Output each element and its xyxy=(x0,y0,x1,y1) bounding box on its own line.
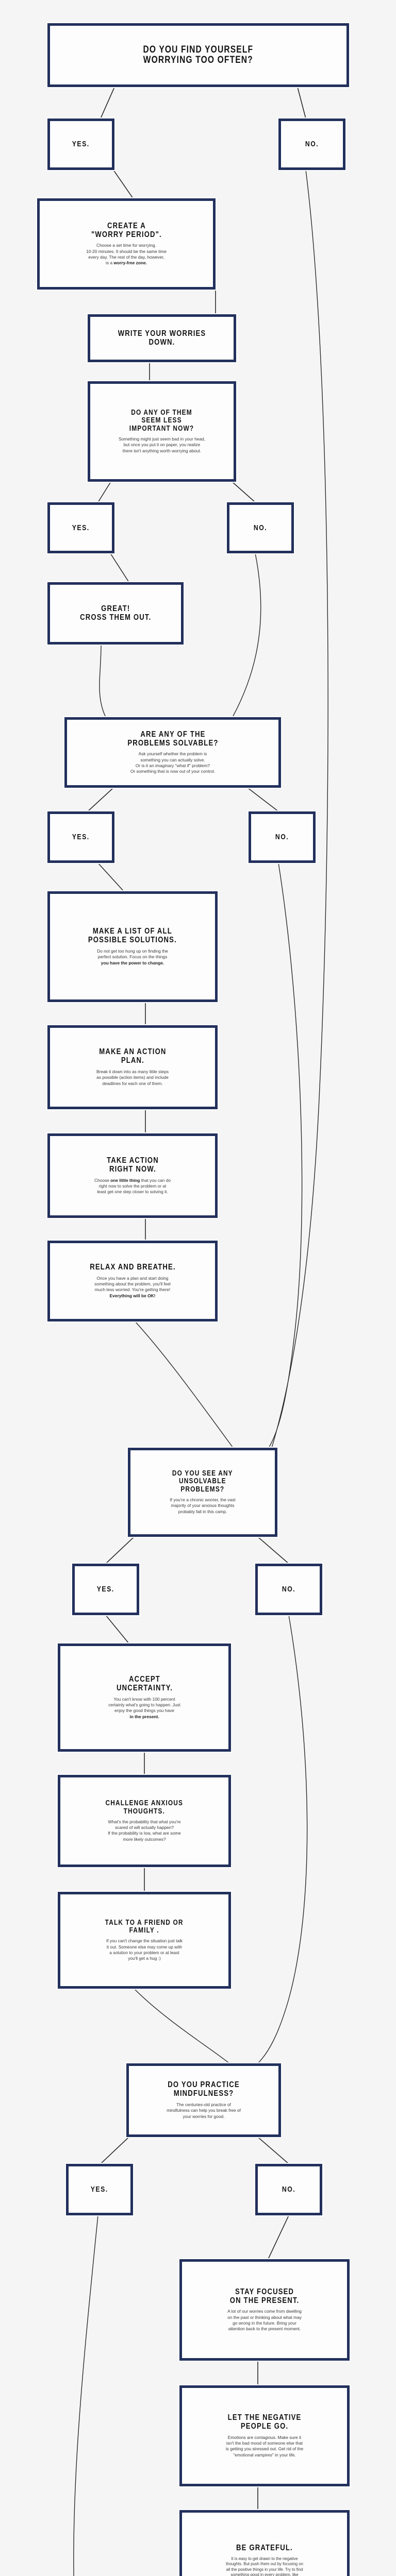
action-write-worries-down[interactable]: WRITE YOUR WORRIES DOWN. xyxy=(88,314,236,362)
node-title: NO. xyxy=(282,2185,296,2194)
question-seem-less-important[interactable]: DO ANY OF THEM SEEM LESS IMPORTANT NOW? … xyxy=(88,381,236,482)
node-title: MAKE AN ACTION PLAN. xyxy=(98,1047,167,1065)
node-title: NO. xyxy=(305,140,319,149)
answer-no-5[interactable]: NO. xyxy=(255,2164,322,2215)
action-challenge-anxious-thoughts[interactable]: CHALLENGE ANXIOUS THOUGHTS. What's the p… xyxy=(58,1775,231,1867)
node-body: Once you have a plan and start doing som… xyxy=(94,1276,171,1299)
node-title: NO. xyxy=(275,833,289,842)
node-title: NO. xyxy=(282,1585,296,1594)
question-problems-solvable[interactable]: ARE ANY OF THE PROBLEMS SOLVABLE? Ask yo… xyxy=(64,717,281,788)
question-worrying-too-often[interactable]: DO YOU FIND YOURSELF WORRYING TOO OFTEN? xyxy=(47,23,349,87)
answer-yes-3[interactable]: YES. xyxy=(47,811,114,863)
node-body-post: that you can do right now to solve the p… xyxy=(97,1177,171,1195)
node-body: Do not get too hung up on finding the pe… xyxy=(97,948,168,966)
node-body: A lot of our worries come from dwelling … xyxy=(227,2309,302,2332)
node-title: YES. xyxy=(72,833,90,842)
node-title: LET THE NEGATIVE PEOPLE GO. xyxy=(227,2413,302,2431)
node-title: ARE ANY OF THE PROBLEMS SOLVABLE? xyxy=(127,730,219,748)
question-unsolvable-problems[interactable]: DO YOU SEE ANY UNSOLVABLE PROBLEMS? If y… xyxy=(128,1448,277,1537)
action-list-possible-solutions[interactable]: MAKE A LIST OF ALL POSSIBLE SOLUTIONS. D… xyxy=(47,891,218,1002)
node-body: If you're a chronic worrier, the vast ma… xyxy=(170,1497,236,1514)
node-body: Choose one little thing that you can do … xyxy=(94,1178,171,1195)
node-body: Choose a set time for worrying. 10-20 mi… xyxy=(86,243,167,266)
node-title: DO YOU SEE ANY UNSOLVABLE PROBLEMS? xyxy=(172,1469,233,1494)
node-body-pre: Choose xyxy=(94,1177,111,1183)
node-title: MAKE A LIST OF ALL POSSIBLE SOLUTIONS. xyxy=(88,927,177,945)
node-body-pre: Choose a set time for worrying. 10-20 mi… xyxy=(86,243,167,266)
node-body-pre: Do not get too hung up on finding the pe… xyxy=(97,948,168,960)
answer-no-2[interactable]: NO. xyxy=(227,502,294,553)
action-talk-to-friend-or-family[interactable]: TALK TO A FRIEND OR FAMILY . If you can'… xyxy=(58,1892,231,1989)
action-make-action-plan[interactable]: MAKE AN ACTION PLAN. Break it down into … xyxy=(47,1025,218,1109)
node-title: YES. xyxy=(91,2185,108,2194)
node-title: CHALLENGE ANXIOUS THOUGHTS. xyxy=(105,1799,184,1816)
action-take-action-right-now[interactable]: TAKE ACTION RIGHT NOW. Choose one little… xyxy=(47,1133,218,1218)
node-title: DO ANY OF THEM SEEM LESS IMPORTANT NOW? xyxy=(129,409,194,433)
answer-no-1[interactable]: NO. xyxy=(278,118,345,170)
answer-no-4[interactable]: NO. xyxy=(255,1564,322,1615)
node-body: You can't know with 100 percent certaint… xyxy=(108,1697,180,1720)
node-title: CREATE A "WORRY PERIOD". xyxy=(91,221,162,239)
node-body: Ask yourself whether the problem is some… xyxy=(130,751,216,774)
node-title: YES. xyxy=(97,1585,114,1594)
answer-yes-4[interactable]: YES. xyxy=(72,1564,139,1615)
node-body-pre: You can't know with 100 percent certaint… xyxy=(108,1696,180,1714)
node-body-emphasis: in the present. xyxy=(129,1714,159,1719)
answer-yes-2[interactable]: YES. xyxy=(47,502,114,553)
node-title: YES. xyxy=(72,523,90,532)
answer-no-3[interactable]: NO. xyxy=(249,811,316,863)
action-be-grateful[interactable]: BE GRATEFUL. It is easy to get drawn to … xyxy=(179,2510,350,2576)
action-create-worry-period[interactable]: CREATE A "WORRY PERIOD". Choose a set ti… xyxy=(37,198,216,290)
node-title: ACCEPT UNCERTAINTY. xyxy=(116,1675,173,1692)
node-title: DO YOU FIND YOURSELF WORRYING TOO OFTEN? xyxy=(143,44,254,65)
action-cross-them-out[interactable]: GREAT! CROSS THEM OUT. xyxy=(47,582,184,645)
node-body-emphasis: Everything will be OK! xyxy=(109,1293,156,1298)
node-title: YES. xyxy=(72,140,90,149)
node-title: TALK TO A FRIEND OR FAMILY . xyxy=(105,1918,184,1935)
node-title: WRITE YOUR WORRIES DOWN. xyxy=(118,329,206,347)
answer-yes-1[interactable]: YES. xyxy=(47,118,114,170)
node-title: GREAT! CROSS THEM OUT. xyxy=(79,604,152,622)
node-body: Break it down into as many little steps … xyxy=(96,1069,169,1086)
answer-yes-5[interactable]: YES. xyxy=(66,2164,133,2215)
node-body-emphasis: worry-free zone. xyxy=(113,260,147,266)
node-body-pre: Once you have a plan and start doing som… xyxy=(94,1275,171,1293)
node-body: What's the probability that what you're … xyxy=(108,1819,181,1842)
node-body: Emotions are contagious. Make sure it is… xyxy=(225,2434,304,2458)
action-relax-and-breathe[interactable]: RELAX AND BREATHE. Once you have a plan … xyxy=(47,1241,218,1321)
node-body: The centuries-old practice of mindfulnes… xyxy=(167,2102,241,2119)
action-accept-uncertainty[interactable]: ACCEPT UNCERTAINTY. You can't know with … xyxy=(58,1643,231,1752)
question-practice-mindfulness[interactable]: DO YOU PRACTICE MINDFULNESS? The centuri… xyxy=(126,2063,281,2137)
node-body: It is easy to get drawn to the negative … xyxy=(226,2556,303,2576)
node-title: BE GRATEFUL. xyxy=(236,2543,293,2552)
node-title: RELAX AND BREATHE. xyxy=(89,1263,176,1272)
node-body-emphasis: one little thing xyxy=(110,1177,140,1183)
node-body: If you can't change the situation just t… xyxy=(106,1938,183,1961)
node-title: DO YOU PRACTICE MINDFULNESS? xyxy=(168,2080,240,2098)
node-body: Something might just seem bad in your he… xyxy=(118,436,206,453)
node-body-emphasis: you have the power to change. xyxy=(101,960,164,965)
action-stay-focused-on-present[interactable]: STAY FOCUSED ON THE PRESENT. A lot of ou… xyxy=(179,2259,350,2361)
node-title: TAKE ACTION RIGHT NOW. xyxy=(106,1156,159,1174)
node-title: STAY FOCUSED ON THE PRESENT. xyxy=(229,2287,300,2305)
node-title: NO. xyxy=(253,523,268,532)
action-let-negative-people-go[interactable]: LET THE NEGATIVE PEOPLE GO. Emotions are… xyxy=(179,2385,350,2486)
